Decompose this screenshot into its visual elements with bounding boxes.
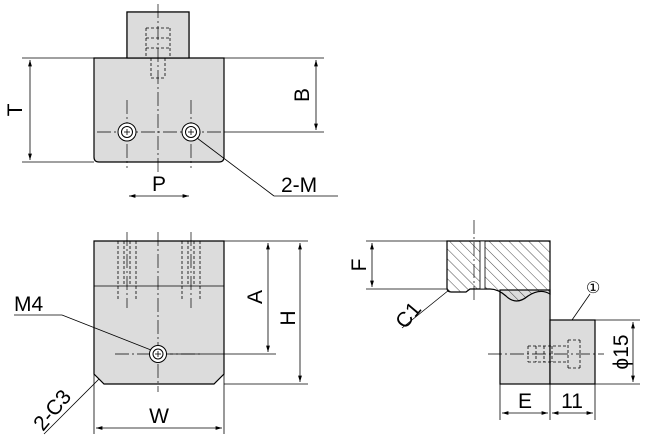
dim-F: F — [348, 240, 447, 290]
mount-hole-right — [181, 122, 201, 142]
label-11: 11 — [561, 390, 583, 413]
leader-C1: C1 — [391, 289, 450, 333]
side-clamp-block — [549, 319, 596, 385]
label-H: H — [277, 310, 300, 325]
m4-hole — [149, 345, 167, 363]
side-slot — [479, 240, 486, 290]
label-P: P — [152, 173, 166, 196]
label-E: E — [518, 390, 532, 413]
label-2-M: 2-M — [281, 174, 317, 197]
side-lower-block — [499, 289, 551, 385]
front-view: M4 A H W 2-C3 — [14, 232, 308, 435]
dim-P: P — [129, 173, 189, 198]
label-A: A — [244, 290, 267, 304]
label-B: B — [291, 88, 314, 102]
dim-E: E — [499, 384, 596, 420]
label-T: T — [4, 103, 27, 116]
leader-M4: M4 — [14, 293, 152, 351]
dim-11: 11 — [552, 390, 593, 415]
dim-phi15: ϕ15 — [580, 319, 640, 385]
top-body — [93, 57, 225, 163]
leader-2-C3: 2-C3 — [29, 378, 100, 436]
dim-T: T — [4, 57, 94, 163]
dim-H: H — [224, 240, 308, 385]
dim-W: W — [93, 374, 225, 434]
label-callout-1: ① — [586, 280, 600, 297]
side-view: F C1 ① ϕ15 E 11 — [348, 220, 640, 420]
label-M4: M4 — [14, 293, 43, 316]
top-view: T B P 2-M — [4, 4, 338, 198]
label-W: W — [149, 405, 169, 428]
dim-A: A — [170, 240, 276, 355]
label-phi15: ϕ15 — [610, 334, 633, 369]
side-upper-block — [446, 240, 551, 302]
label-2-C3: 2-C3 — [29, 386, 76, 436]
label-F: F — [348, 259, 371, 272]
label-C1: C1 — [391, 298, 426, 333]
callout-1: ① — [571, 280, 600, 321]
dim-B: B — [224, 57, 324, 133]
leader-2-M: 2-M — [196, 137, 338, 197]
mount-hole-left — [117, 122, 137, 142]
front-hidden-lines — [117, 241, 201, 300]
